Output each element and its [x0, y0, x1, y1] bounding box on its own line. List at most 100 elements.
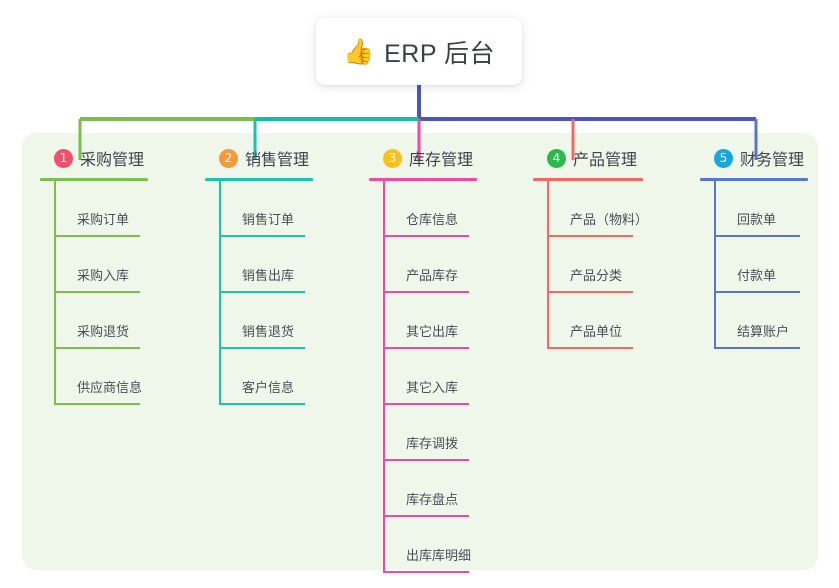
list-item[interactable]: 采购订单	[40, 181, 148, 237]
list-item[interactable]: 采购退货	[40, 293, 148, 349]
list-item-underline	[219, 291, 305, 293]
list-item[interactable]: 其它出库	[369, 293, 477, 349]
list-item-label: 库存盘点	[406, 492, 459, 507]
list-item-underline	[383, 515, 469, 517]
list-item-label: 采购入库	[77, 268, 130, 283]
column-badge: 2	[219, 148, 238, 168]
list-item-underline	[714, 235, 800, 237]
list-item[interactable]: 销售出库	[205, 237, 313, 293]
column-4: 4 产品管理产品（物料） 产品分类产品单位	[533, 146, 648, 349]
list-item-label: 付款单	[737, 268, 777, 283]
list-item-underline	[714, 291, 800, 293]
list-item[interactable]: 库存盘点	[369, 461, 477, 517]
column-underline	[205, 178, 313, 181]
list-item-label: 产品分类	[570, 268, 623, 283]
list-item-underline	[219, 347, 305, 349]
content-panel	[22, 133, 818, 570]
column-header[interactable]: 4 产品管理	[533, 146, 643, 170]
list-item[interactable]: 销售退货	[205, 293, 313, 349]
root-title-card[interactable]: 👍 ERP 后台	[316, 18, 522, 85]
column-title: 库存管理	[409, 152, 474, 169]
column-items: 产品（物料） 产品分类产品单位	[533, 181, 648, 349]
list-item-underline	[383, 459, 469, 461]
list-item[interactable]: 客户信息	[205, 349, 313, 405]
list-item-label: 产品库存	[406, 268, 459, 283]
column-underline	[533, 178, 643, 181]
list-item[interactable]: 供应商信息	[40, 349, 148, 405]
column-header[interactable]: 3 库存管理	[369, 146, 477, 170]
list-item[interactable]: 仓库信息	[369, 181, 477, 237]
list-item-underline	[54, 403, 140, 405]
column-header[interactable]: 5 财务管理	[700, 146, 808, 170]
column-badge: 1	[54, 148, 73, 168]
list-item[interactable]: 其它入库	[369, 349, 477, 405]
list-item-label: 其它出库	[406, 324, 459, 339]
list-item-label: 采购退货	[77, 324, 130, 339]
list-item-underline	[547, 347, 633, 349]
column-items: 销售订单销售出库销售退货客户信息	[205, 181, 313, 405]
list-item-label: 其它入库	[406, 380, 459, 395]
column-items: 采购订单采购入库采购退货供应商信息	[40, 181, 148, 405]
list-item[interactable]: 回款单	[700, 181, 808, 237]
list-item-label: 结算账户	[737, 324, 790, 339]
list-item-underline	[54, 291, 140, 293]
list-item-label: 客户信息	[242, 380, 295, 395]
column-2: 2 销售管理销售订单销售出库销售退货客户信息	[205, 146, 313, 405]
list-item-label: 回款单	[737, 212, 777, 227]
column-spine	[383, 181, 385, 573]
column-underline	[369, 178, 477, 181]
list-item-underline	[383, 235, 469, 237]
column-5: 5 财务管理回款单付款单结算账户	[700, 146, 808, 349]
list-item-label: 供应商信息	[77, 380, 143, 395]
list-item-underline	[54, 235, 140, 237]
list-item[interactable]: 采购入库	[40, 237, 148, 293]
thumbs-up-icon: 👍	[342, 38, 375, 66]
list-item-label: 销售出库	[242, 268, 295, 283]
list-item-underline	[383, 347, 469, 349]
list-item[interactable]: 产品（物料）	[533, 181, 648, 237]
list-item[interactable]: 付款单	[700, 237, 808, 293]
column-badge: 5	[714, 148, 733, 168]
list-item-underline	[219, 235, 305, 237]
list-item-underline	[383, 403, 469, 405]
list-item-label: 产品单位	[570, 324, 623, 339]
column-badge: 4	[547, 148, 566, 168]
column-3: 3 库存管理仓库信息产品库存其它出库其它入库库存调拨库存盘点出库库明细	[369, 146, 477, 573]
column-spine	[714, 181, 716, 349]
column-items: 回款单付款单结算账户	[700, 181, 808, 349]
list-item[interactable]: 出库库明细	[369, 517, 477, 573]
list-item-underline	[547, 291, 633, 293]
list-item-underline	[714, 347, 800, 349]
column-title: 销售管理	[245, 152, 310, 169]
column-badge: 3	[383, 148, 402, 168]
column-underline	[40, 178, 148, 181]
list-item-underline	[219, 403, 305, 405]
list-item-underline	[383, 291, 469, 293]
list-item[interactable]: 结算账户	[700, 293, 808, 349]
page-title: ERP 后台	[384, 39, 496, 68]
list-item[interactable]: 产品分类	[533, 237, 643, 293]
column-header[interactable]: 2 销售管理	[205, 146, 313, 170]
list-item-label: 仓库信息	[406, 212, 459, 227]
column-title: 财务管理	[740, 152, 805, 169]
list-item-underline	[54, 347, 140, 349]
list-item-label: 出库库明细	[406, 548, 472, 563]
list-item[interactable]: 库存调拨	[369, 405, 477, 461]
list-item-label: 销售退货	[242, 324, 295, 339]
list-item-label: 采购订单	[77, 212, 130, 227]
list-item-label: 产品（物料）	[570, 212, 649, 227]
list-item-label: 库存调拨	[406, 436, 459, 451]
column-spine	[219, 181, 221, 405]
column-spine	[54, 181, 56, 405]
list-item[interactable]: 产品库存	[369, 237, 477, 293]
column-title: 产品管理	[573, 152, 638, 169]
column-spine	[547, 181, 549, 349]
list-item-underline	[383, 571, 469, 573]
column-underline	[700, 178, 808, 181]
list-item-underline	[547, 235, 633, 237]
list-item[interactable]: 产品单位	[533, 293, 643, 349]
list-item[interactable]: 销售订单	[205, 181, 313, 237]
